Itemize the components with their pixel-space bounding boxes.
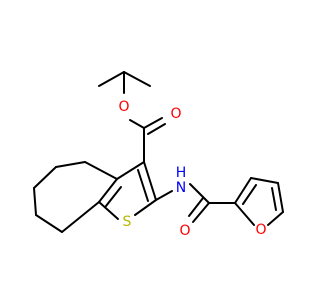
bond-c3-c2-double bbox=[137, 169, 149, 202]
bond-c3-c2 bbox=[143, 161, 157, 201]
bond-ester-c-o1 bbox=[143, 117, 163, 129]
bond-fc4-fc5-double bbox=[271, 187, 277, 211]
atom-o-furan: O bbox=[255, 222, 266, 238]
atom-o-ester-carbonyl: O bbox=[170, 106, 181, 122]
structure-drawing: O O N H S O O bbox=[33, 71, 284, 239]
atom-o-amide-carbonyl: O bbox=[179, 223, 190, 239]
bond-fc2-fc3 bbox=[234, 177, 252, 204]
bond-fc2-fc3-double bbox=[242, 184, 257, 205]
bond-c6-c7 bbox=[33, 187, 37, 216]
bond-c4-c5 bbox=[55, 161, 86, 168]
molecule-canvas: O O N H S O O bbox=[33, 71, 284, 239]
bond-ester-c-o2 bbox=[147, 123, 166, 135]
atom-s-thiophene: S bbox=[123, 214, 132, 230]
bond-c2-s bbox=[134, 199, 157, 216]
bonds bbox=[33, 71, 284, 233]
bond-fc3-fc4 bbox=[250, 177, 279, 184]
bond-c3a-c4 bbox=[84, 161, 118, 180]
atom-h-amide: H bbox=[176, 165, 187, 181]
atom-o-ester-single: O bbox=[118, 99, 129, 115]
bond-n-camide bbox=[189, 183, 210, 204]
atom-n-amide: N bbox=[176, 180, 186, 196]
bond-c5-c6 bbox=[33, 166, 57, 189]
bond-camide-o1 bbox=[192, 202, 210, 223]
bond-fc4-fc5 bbox=[277, 182, 284, 213]
bond-ipr-me1 bbox=[98, 71, 125, 87]
bond-c2-n bbox=[155, 190, 173, 201]
bond-s-c7a bbox=[98, 201, 119, 220]
bond-c8-c7a bbox=[61, 201, 100, 233]
bond-c3-c3a bbox=[116, 161, 145, 180]
bond-o-fc2 bbox=[234, 202, 255, 226]
bond-camide-o2 bbox=[188, 197, 204, 217]
bond-fc5-o bbox=[267, 211, 284, 226]
bond-c3a-c7a bbox=[98, 178, 118, 203]
bond-c3a-c7a-double bbox=[105, 186, 122, 207]
bond-o-ester-c bbox=[129, 119, 145, 129]
bond-c7-c8 bbox=[35, 214, 63, 233]
atom-labels: O O N H S O O bbox=[118, 99, 266, 239]
bond-ipr-me2 bbox=[123, 71, 151, 87]
